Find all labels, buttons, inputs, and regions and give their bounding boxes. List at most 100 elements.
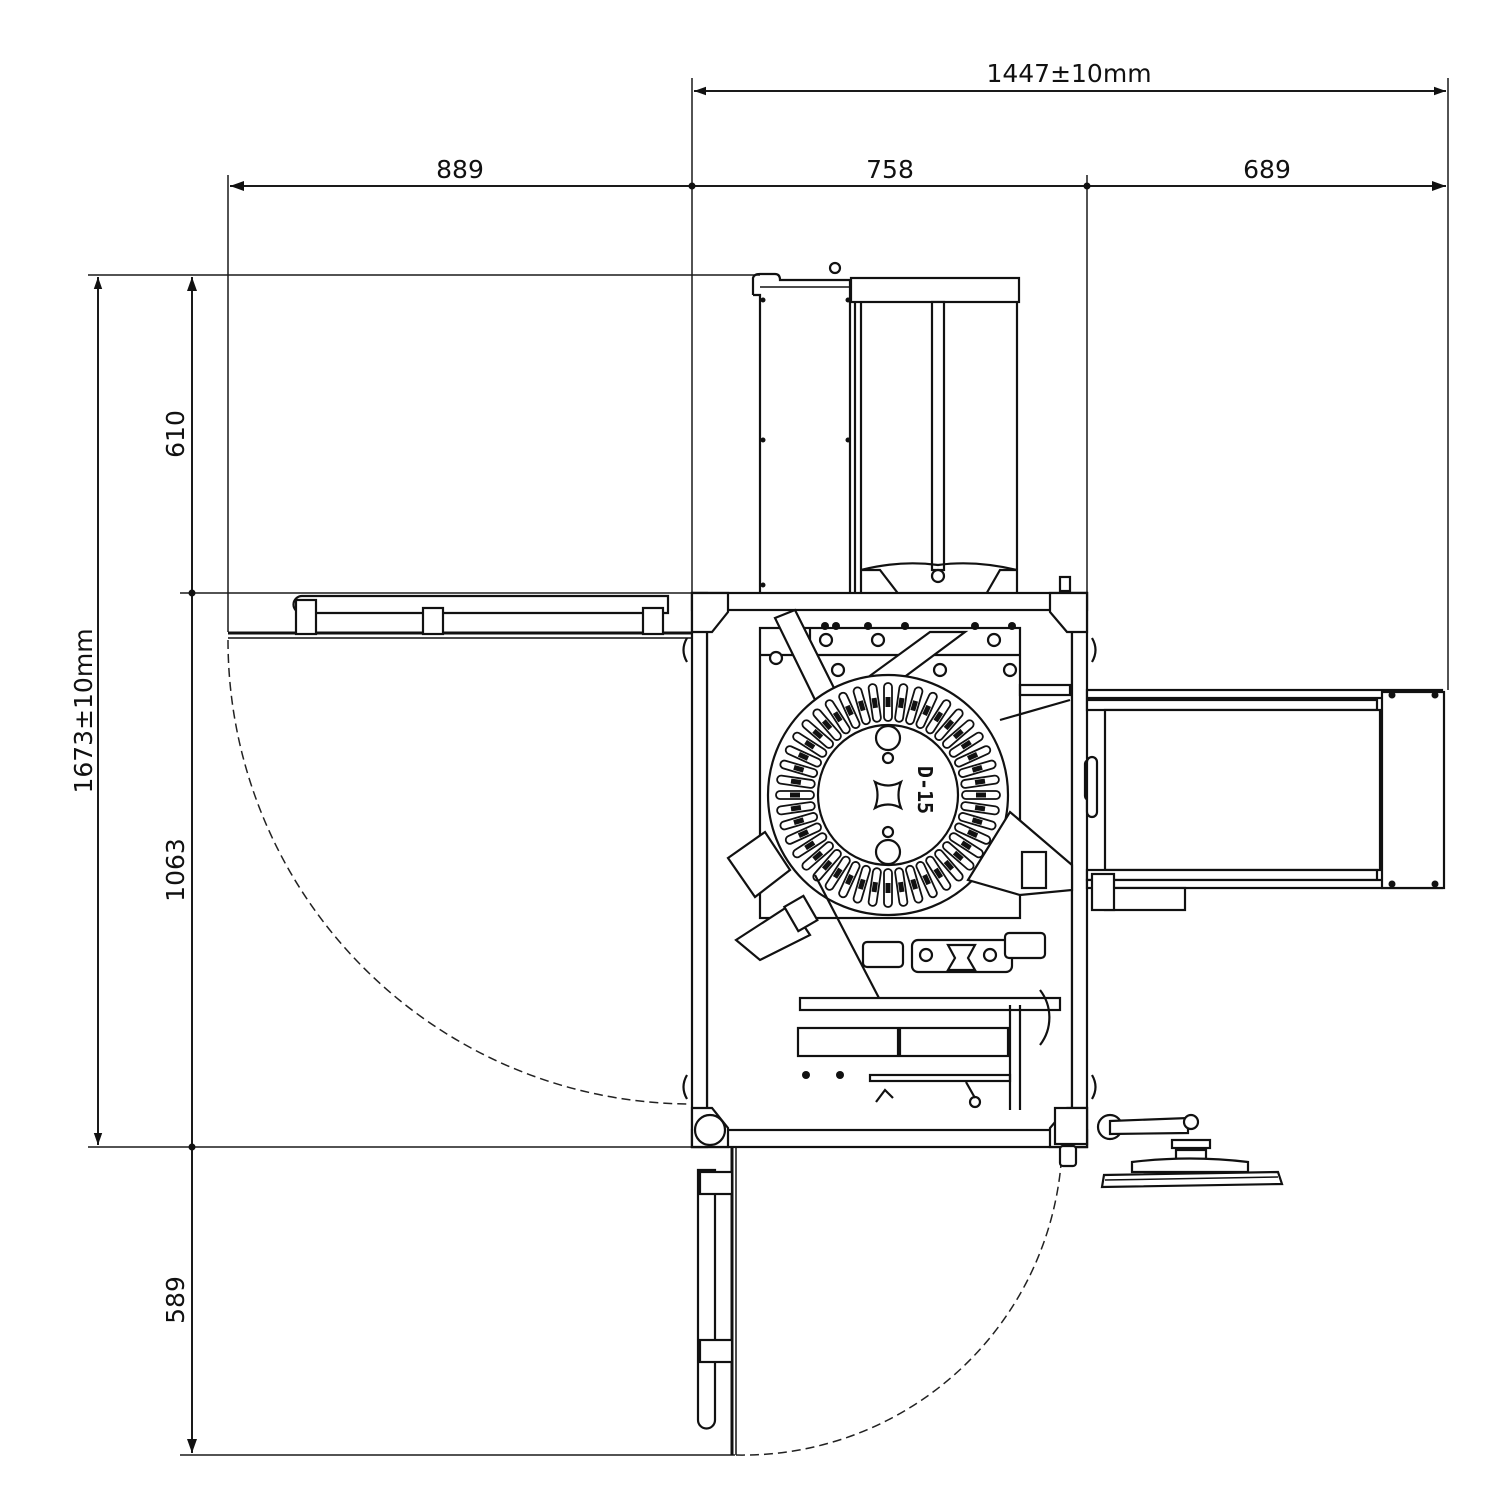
handwheel-knob <box>1182 1113 1200 1131</box>
hopper-top-knob <box>828 261 842 275</box>
turret-pocket-mark <box>797 829 809 838</box>
turret-pocket-mark <box>790 778 802 785</box>
handle-mount <box>294 598 318 636</box>
turret-pocket-mark <box>832 711 843 723</box>
turret-pocket-mark <box>885 697 891 707</box>
turret-pocket-mark <box>933 711 944 723</box>
bolt <box>821 622 829 630</box>
turret-pocket-mark <box>821 859 833 871</box>
left-door <box>227 594 693 1105</box>
conveyor-top-guide <box>1085 698 1379 712</box>
gear-arc <box>1039 989 1051 1046</box>
turret-pocket-mark <box>898 697 905 709</box>
turret-pocket-mark <box>971 817 983 826</box>
turret-pocket-mark <box>943 859 955 871</box>
turret-pocket-mark <box>922 874 931 886</box>
bolt <box>1008 622 1016 630</box>
conveyor-end-box <box>1380 690 1446 890</box>
corner-bracket <box>1048 591 1089 634</box>
turret-pocket-mark <box>845 704 854 716</box>
frame-top-rail <box>690 591 1089 612</box>
motor-block <box>1003 931 1047 960</box>
turret-hole <box>874 724 902 752</box>
bracket-block <box>1020 850 1048 890</box>
turret-pocket-mark <box>790 792 800 798</box>
hinge <box>682 637 1097 1100</box>
machine-body-depth-label: 1063 <box>161 838 190 902</box>
hopper-center-bar <box>930 300 946 572</box>
turret-pocket-mark <box>933 867 944 879</box>
turret-pocket-mark <box>952 850 964 862</box>
hopper-wall <box>753 293 762 593</box>
bolt <box>971 622 979 630</box>
hole <box>986 632 1002 648</box>
hopper-bracket <box>861 568 1017 597</box>
handle-mount <box>641 606 665 636</box>
hole <box>830 662 846 678</box>
handle-mount <box>698 1170 734 1196</box>
turret-pocket-mark <box>821 719 833 731</box>
handle-mount <box>698 1338 734 1364</box>
overall-width-label: 1447±10mm <box>986 59 1151 88</box>
turret-pocket-mark <box>857 878 866 890</box>
handwheel <box>1053 1106 1284 1189</box>
conveyor-bottom-guide <box>1085 868 1379 882</box>
labeler-arm <box>726 830 792 899</box>
turret-pocket-mark <box>967 752 979 761</box>
arrowhead <box>187 277 197 291</box>
knob <box>968 1095 982 1109</box>
frame-bottom-rail <box>690 1128 1089 1149</box>
hopper-top-plate <box>849 276 1021 304</box>
turret-pocket-mark <box>922 704 931 716</box>
left-door-handle <box>292 594 670 615</box>
dimension-lines: 1447±10mm 889 758 689 1673±10mm 610 1063… <box>69 59 1449 1456</box>
hole <box>932 662 948 678</box>
bolt <box>836 1071 844 1079</box>
arrowhead <box>230 181 244 191</box>
right-discharge-conveyor <box>1085 688 1446 912</box>
turret-pocket-mark <box>974 805 986 812</box>
bolt <box>918 947 934 963</box>
handwheel-dome <box>1130 1157 1250 1174</box>
turret-pocket-mark <box>871 697 878 709</box>
turret-key-shape <box>872 779 904 811</box>
bolt <box>982 947 998 963</box>
handwheel-cap <box>1170 1138 1212 1150</box>
turret-pocket-mark <box>910 878 919 890</box>
turret-pocket-mark <box>804 739 816 750</box>
turret-hole <box>874 838 902 866</box>
turret-pocket-mark <box>885 883 891 893</box>
turret-pocket-mark <box>832 867 843 879</box>
frame-left-post <box>690 591 709 1149</box>
bottom-door-swing-arc <box>735 1149 1063 1456</box>
rotary-turret: D-15 <box>766 673 1010 917</box>
hole <box>768 650 784 666</box>
bolt <box>864 622 872 630</box>
turret-pocket-mark <box>960 840 972 851</box>
bottom-door <box>696 1147 1063 1456</box>
internal-mechanism: D-15 <box>726 608 1074 1110</box>
bolt <box>760 437 766 443</box>
hopper-side <box>751 272 852 600</box>
frame-right-post <box>1070 591 1089 1149</box>
turret-pocket-mark <box>974 778 986 785</box>
hole <box>870 632 886 648</box>
drive-plate <box>798 996 1062 1012</box>
conveyor-clamp <box>1090 872 1116 912</box>
handle-mount <box>421 606 445 636</box>
arrowhead <box>187 1439 197 1453</box>
bolt <box>1388 880 1396 888</box>
labeler-roller <box>782 894 819 933</box>
overall-depth-label: 1673±10mm <box>69 628 98 793</box>
labeler-link <box>814 874 881 1001</box>
turret-pocket-mark <box>804 840 816 851</box>
turret-pocket-mark <box>793 817 805 826</box>
turret-pocket-mark <box>845 874 854 886</box>
dimension-node <box>188 1143 196 1151</box>
handwheel-base-edge <box>1104 1176 1279 1181</box>
guide-rod <box>999 698 1071 722</box>
turret-pocket-mark <box>898 881 905 893</box>
star-coupling <box>946 943 977 972</box>
turret-slots <box>775 682 1001 908</box>
conveyor-handle <box>1085 755 1099 819</box>
